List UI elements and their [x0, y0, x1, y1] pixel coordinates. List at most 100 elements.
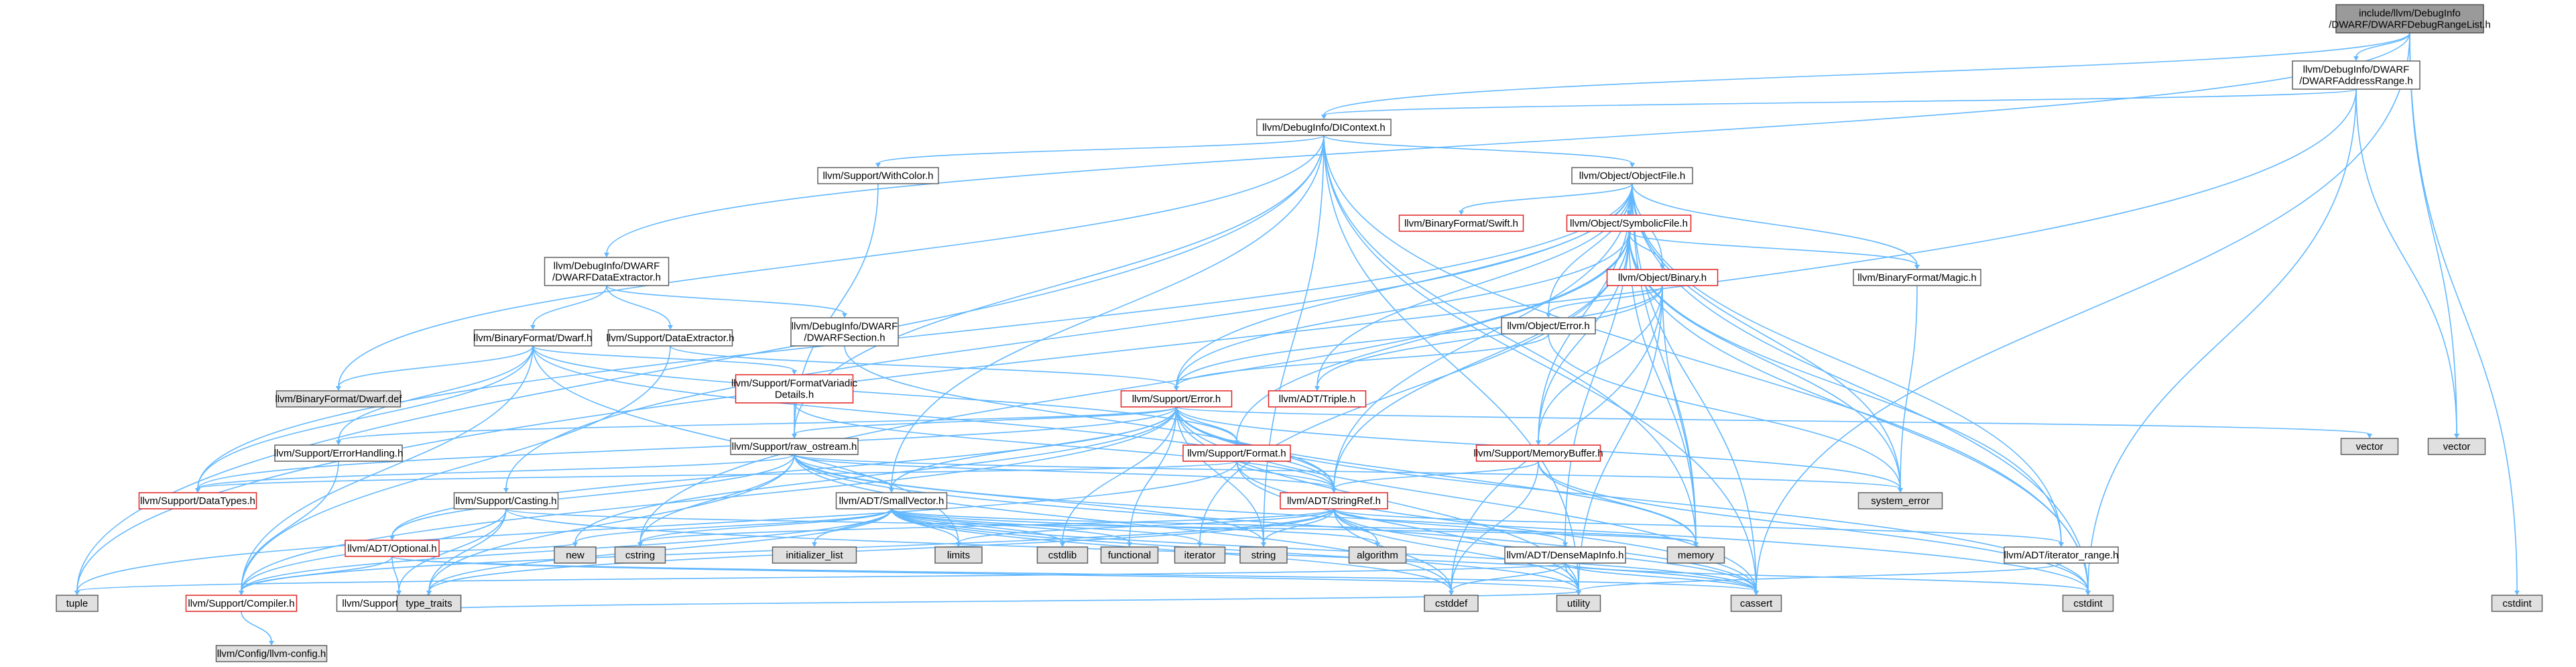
node-optional[interactable]: llvm/ADT/Optional.h: [345, 540, 440, 557]
edge-memorybuffer-to-cstdint: [1538, 461, 2089, 592]
node-dwarfdef[interactable]: llvm/BinaryFormat/Dwarf.def: [275, 390, 402, 408]
edge-symbolicfile-to-memorybuffer: [1538, 231, 1630, 442]
edge-format-to-stringref: [1236, 461, 1335, 489]
node-magic[interactable]: llvm/BinaryFormat/Magic.h: [1853, 269, 1981, 286]
edge-binary-to-triple: [1316, 285, 1663, 387]
node-systemerror[interactable]: system_error: [1857, 492, 1943, 509]
edge-stringref-to-iterrange: [1333, 508, 2062, 544]
node-functional[interactable]: functional: [1100, 546, 1159, 564]
edge-arrowhead-smallvector-to-memory: [1693, 542, 1699, 547]
edge-format-to-datatypes: [197, 461, 1237, 489]
edge-densemapinfo-to-utility: [1565, 562, 1579, 592]
node-label: llvm/DebugInfo/DWARF: [792, 320, 898, 332]
node-cstring[interactable]: cstring: [614, 546, 666, 564]
node-densemapinfo[interactable]: llvm/ADT/DenseMapInfo.h: [1504, 546, 1626, 564]
node-addrrange[interactable]: llvm/DebugInfo/DWARF/DWARFAddressRange.h: [2292, 60, 2420, 90]
node-cstddef[interactable]: cstddef: [1424, 595, 1479, 612]
node-box: [817, 167, 939, 184]
node-box: [2062, 595, 2114, 612]
node-iterator[interactable]: iterator: [1174, 546, 1226, 564]
node-label: iterator: [1184, 550, 1216, 561]
node-memory[interactable]: memory: [1666, 546, 1725, 564]
node-root[interactable]: include/llvm/DebugInfo/DWARF/DWARFDebugR…: [2329, 4, 2491, 34]
node-llvmconfig[interactable]: llvm/Config/llvm-config.h: [215, 645, 328, 662]
edge-dicontext-to-cassert: [1323, 135, 1757, 592]
node-dataextractor[interactable]: llvm/Support/DataExtractor.h: [607, 329, 735, 347]
node-objerror[interactable]: llvm/Object/Error.h: [1501, 317, 1596, 335]
node-compiler[interactable]: llvm/Support/Compiler.h: [185, 595, 298, 612]
node-rawostream[interactable]: llvm/Support/raw_ostream.h: [730, 438, 859, 455]
node-objectfile[interactable]: llvm/Object/ObjectFile.h: [1571, 167, 1693, 184]
edge-objectfile-to-iterrange: [1632, 183, 2062, 544]
edge-rawostream-to-string: [794, 454, 1264, 544]
node-dicontext[interactable]: llvm/DebugInfo/DIContext.h: [1256, 119, 1392, 136]
node-symbolicfile[interactable]: llvm/Object/SymbolicFile.h: [1566, 215, 1692, 232]
edge-dwarf-to-formatvariadic: [532, 345, 795, 371]
node-tuple[interactable]: tuple: [56, 595, 99, 612]
node-withcolor[interactable]: llvm/Support/WithColor.h: [817, 167, 939, 184]
node-swift[interactable]: llvm/BinaryFormat/Swift.h: [1398, 215, 1524, 232]
node-box: [1268, 390, 1367, 408]
node-dwarfsection[interactable]: llvm/DebugInfo/DWARF/DWARFSection.h: [790, 317, 899, 347]
node-triple[interactable]: llvm/ADT/Triple.h: [1268, 390, 1367, 408]
node-iterrange[interactable]: llvm/ADT/iterator_range.h: [2004, 546, 2119, 564]
edge-objectfile-to-magic: [1632, 183, 1918, 266]
node-label: llvm/ADT/Triple.h: [1279, 393, 1355, 405]
edge-symbolicfile-to-memory: [1628, 231, 1697, 544]
node-cassert[interactable]: cassert: [1730, 595, 1782, 612]
node-vector[interactable]: vector: [2340, 438, 2399, 455]
node-algorithm[interactable]: algorithm: [1348, 546, 1407, 564]
node-cstdint[interactable]: cstdint: [2062, 595, 2114, 612]
node-string[interactable]: string: [1239, 546, 1288, 564]
node-label: llvm/Support/raw_ostream.h: [732, 441, 857, 452]
node-smallvector[interactable]: llvm/ADT/SmallVector.h: [835, 492, 948, 509]
edge-rawostream-to-systemerror: [794, 454, 1901, 489]
node-error[interactable]: llvm/Support/Error.h: [1120, 390, 1233, 408]
edge-addrrange-to-vector2: [2355, 88, 2457, 435]
edge-dataextractor_dwarf-to-dataextractor: [606, 285, 671, 326]
node-box: [607, 329, 733, 347]
node-limits[interactable]: limits: [934, 546, 983, 564]
node-label: llvm/DebugInfo/DWARF: [554, 260, 660, 271]
edge-error-to-vector: [1176, 406, 2370, 435]
node-stringref[interactable]: llvm/ADT/StringRef.h: [1280, 492, 1388, 509]
edge-densemapinfo-to-cassert: [1565, 562, 1757, 592]
node-label: cstring: [625, 550, 655, 561]
node-box: [1566, 215, 1692, 232]
edge-binary-to-error: [1176, 285, 1663, 387]
node-dataextractor_dwarf[interactable]: llvm/DebugInfo/DWARF/DWARFDataExtractor.…: [544, 257, 670, 286]
node-box: [2004, 546, 2119, 564]
node-dwarf[interactable]: llvm/BinaryFormat/Dwarf.h: [474, 329, 593, 347]
node-cstdlib[interactable]: cstdlib: [1036, 546, 1089, 564]
edge-arrowhead-densemapinfo-to-cassert: [1754, 591, 1759, 595]
edge-symbolicfile-to-iterrange: [1628, 231, 2062, 544]
edge-rawostream-to-typetraits: [428, 454, 795, 592]
node-datatypes[interactable]: llvm/Support/DataTypes.h: [138, 492, 257, 509]
node-cstdint2[interactable]: cstdint: [2491, 595, 2543, 612]
edge-stringref-to-densemapinfo: [1333, 508, 1566, 544]
node-vector2[interactable]: vector: [2427, 438, 2486, 455]
edge-objectfile-to-cstdint: [1632, 183, 2089, 592]
node-label: llvm/Support/Casting.h: [456, 495, 557, 507]
node-format[interactable]: llvm/Support/Format.h: [1182, 444, 1291, 462]
node-box: [1730, 595, 1782, 612]
edge-objectfile-to-cassert: [1632, 183, 1757, 592]
edge-dicontext-to-objectfile: [1323, 135, 1633, 164]
node-utility[interactable]: utility: [1556, 595, 1601, 612]
edge-error-to-errorhandling: [338, 406, 1177, 442]
node-casting[interactable]: llvm/Support/Casting.h: [453, 492, 559, 509]
edge-error-to-format: [1176, 406, 1237, 442]
node-errorhandling[interactable]: llvm/Support/ErrorHandling.h: [274, 444, 404, 462]
node-initlist[interactable]: initializer_list: [772, 546, 857, 564]
node-label: Details.h: [775, 389, 814, 400]
edge-memorybuffer-to-memory: [1538, 461, 1697, 544]
edge-iterrange-to-utility: [1578, 562, 2062, 592]
node-memorybuffer[interactable]: llvm/Support/MemoryBuffer.h: [1473, 444, 1603, 462]
node-binary[interactable]: llvm/Object/Binary.h: [1606, 269, 1719, 286]
edge-arrowhead-stringref-to-compiler: [239, 591, 244, 595]
edge-arrowhead-dwarf-to-dwarfdef: [336, 386, 341, 391]
node-new[interactable]: new: [554, 546, 597, 564]
node-typetraits[interactable]: type_traits: [396, 595, 462, 612]
node-box: [934, 546, 983, 564]
